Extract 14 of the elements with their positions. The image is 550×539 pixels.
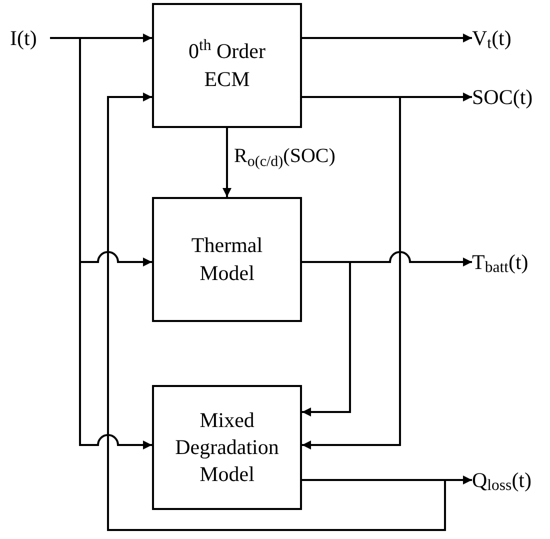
process-box: 0$^{th}$ Order ECM	[152, 3, 302, 128]
process-box: Mixed Degradation Model	[152, 385, 302, 510]
arrow	[302, 34, 472, 42]
signal-label: SOC(t)	[472, 83, 548, 111]
signal-label: T$_{batt}$(t)	[472, 248, 548, 276]
arrow	[302, 261, 351, 416]
arrow	[107, 92, 446, 531]
arrow	[302, 96, 401, 450]
signal-label: I(t)	[10, 24, 50, 52]
process-box: Thermal Model	[152, 197, 302, 322]
signal-label: Q$_{loss}$(t)	[472, 466, 548, 494]
arrow	[50, 37, 152, 450]
signal-label: V$_{t}$(t)	[472, 24, 548, 52]
arrow	[222, 128, 232, 197]
